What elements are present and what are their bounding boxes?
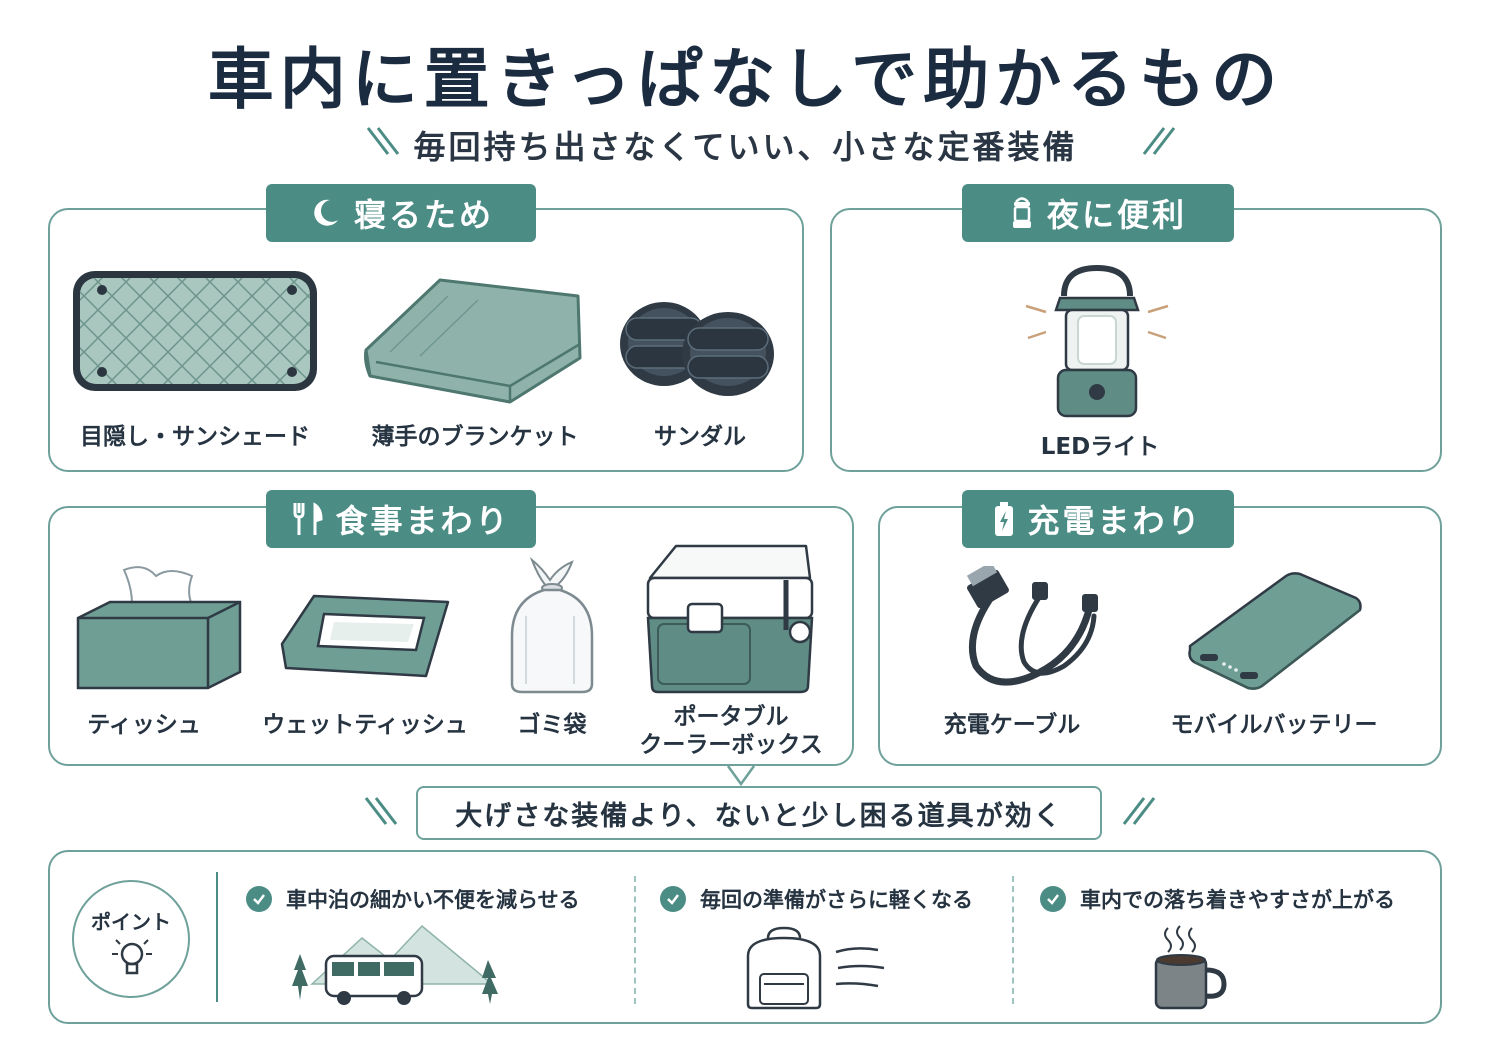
led-lantern-icon	[1025, 264, 1169, 418]
charge-section-title: 充電まわり	[1027, 502, 1203, 540]
sandals-icon	[620, 302, 774, 396]
item-label-charging-cable: 充電ケーブル	[943, 712, 1081, 738]
point-divider	[216, 872, 218, 1002]
check-icon	[246, 886, 272, 912]
slash-decoration-tagline-left	[364, 797, 398, 825]
point-circle	[72, 880, 190, 998]
slash-decoration-tagline-right	[1122, 797, 1156, 825]
item-label-cooler-line2: クーラーボックス	[639, 732, 823, 758]
usb-cable-icon	[966, 566, 1098, 686]
item-label-tissue: ティッシュ	[87, 712, 201, 738]
page-title: 車内に置きっぱなしで助かるもの	[207, 41, 1284, 118]
battery-icon	[995, 502, 1014, 536]
sunshade-icon	[73, 271, 317, 391]
camper-van-icon	[292, 924, 498, 1005]
check-icon	[1040, 886, 1066, 912]
backpack-icon	[746, 926, 885, 1010]
tissue-box-icon	[76, 566, 242, 690]
night-section-panel	[830, 208, 1442, 472]
blanket-icon	[364, 278, 582, 404]
lantern-icon	[1012, 197, 1031, 228]
point-item-1: 車中泊の細かい不便を減らせる	[246, 884, 580, 914]
power-bank-icon	[1188, 572, 1362, 690]
item-label-wet-wipes: ウェットティッシュ	[262, 712, 468, 738]
item-label-sandals: サンダル	[654, 424, 746, 450]
point-item-2: 毎回の準備がさらに軽くなる	[660, 884, 973, 914]
item-label-power-bank: モバイルバッテリー	[1170, 712, 1378, 738]
slash-decoration-right	[1142, 127, 1176, 155]
check-icon	[660, 886, 686, 912]
lightbulb-icon	[112, 939, 152, 975]
point-separator-1	[634, 876, 636, 1004]
slash-decoration-left	[366, 127, 400, 155]
meal-section-badge: 食事まわり	[266, 490, 536, 548]
night-section-badge: 夜に便利	[962, 184, 1234, 242]
fork-knife-icon	[293, 502, 323, 535]
meal-section-title: 食事まわり	[335, 502, 511, 540]
point-separator-2	[1012, 876, 1014, 1004]
item-label-sunshade: 目隠し・サンシェード	[80, 424, 310, 450]
point-item-1-text: 車中泊の細かい不便を減らせる	[286, 888, 580, 912]
wet-wipes-icon	[280, 594, 450, 678]
tagline-text: 大げさな装備より、ないと少し困る道具が効く	[455, 800, 1063, 832]
point-item-2-text: 毎回の準備がさらに軽くなる	[700, 888, 973, 912]
item-label-garbage-bag: ゴミ袋	[517, 712, 587, 738]
item-label-led-light: LEDライト	[1040, 434, 1160, 460]
night-section-title: 夜に便利	[1046, 196, 1187, 234]
item-label-blanket: 薄手のブランケット	[371, 424, 579, 450]
point-item-3: 車内での落ち着きやすさが上がる	[1040, 884, 1395, 914]
page-subtitle: 毎回持ち出さなくていい、小さな定番装備	[413, 128, 1078, 166]
item-label-cooler-line1: ポータブル	[673, 704, 789, 730]
sleep-section-badge: 寝るため	[266, 184, 536, 242]
point-item-3-text: 車内での落ち着きやすさが上がる	[1080, 888, 1395, 912]
point-label: ポイント	[91, 910, 171, 934]
sleep-section-title: 寝るため	[353, 196, 494, 234]
garbage-bag-icon	[510, 556, 594, 694]
cooler-box-icon	[646, 544, 814, 694]
moon-icon	[314, 199, 338, 226]
charge-section-badge: 充電まわり	[962, 490, 1234, 548]
coffee-mug-icon	[1154, 925, 1227, 1010]
tagline-box: 大げさな装備より、ないと少し困る道具が効く	[416, 786, 1102, 840]
tagline-pointer	[726, 765, 756, 787]
